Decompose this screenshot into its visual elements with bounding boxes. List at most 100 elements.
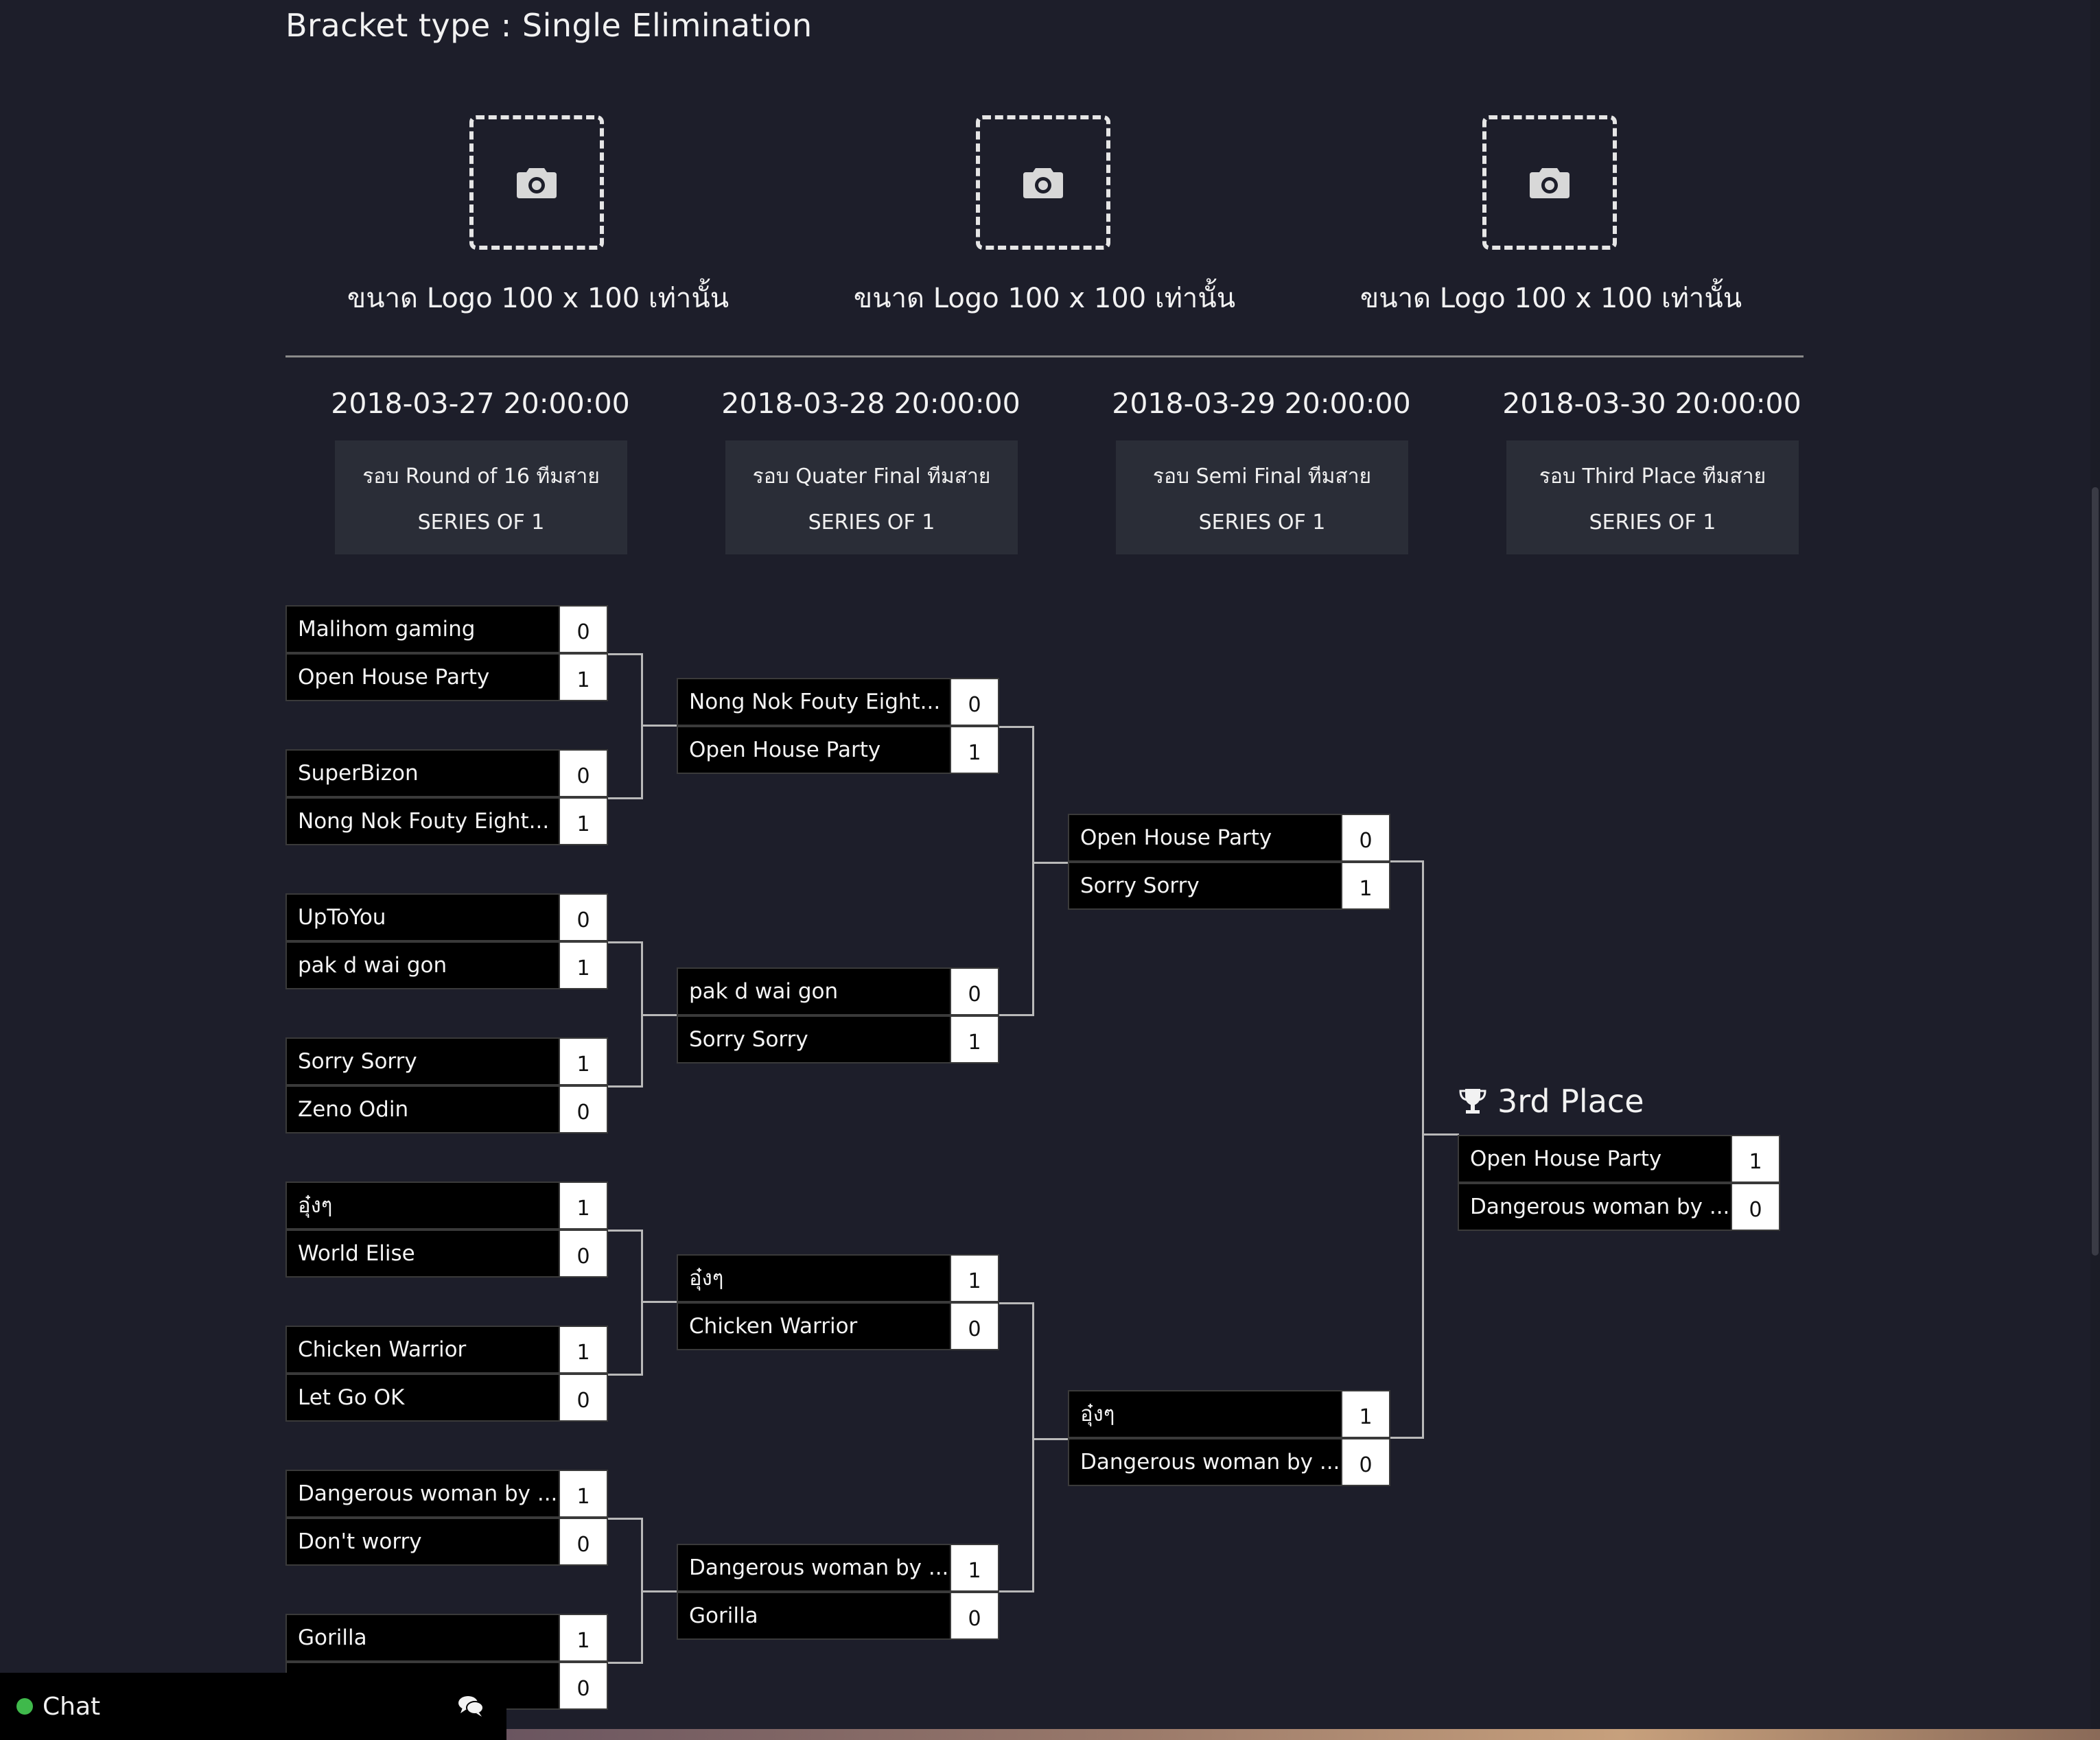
round-series: SERIES OF 1 [1198, 510, 1326, 534]
team-row[interactable]: Nong Nok Fouty Eight...1 [285, 797, 608, 845]
team-score: 0 [559, 1231, 607, 1276]
chat-label: Chat [43, 1692, 101, 1721]
connector [608, 797, 642, 799]
team-score: 0 [559, 607, 607, 652]
team-name: Dangerous woman by ... [1470, 1195, 1730, 1219]
team-row[interactable]: Dangerous woman by ...0 [1458, 1183, 1780, 1231]
connector [1422, 860, 1424, 1439]
team-name: Malihom gaming [298, 617, 476, 642]
team-row[interactable]: Dangerous woman by ...0 [1068, 1438, 1390, 1486]
logo-upload-1[interactable] [469, 115, 604, 250]
team-row[interactable]: Malihom gaming 0 [285, 605, 608, 653]
team-row[interactable]: อุ๋งๆ 1 [285, 1181, 608, 1230]
connector [1390, 860, 1423, 862]
connector [1422, 1133, 1459, 1136]
chat-bar[interactable]: Chat [0, 1673, 506, 1740]
round-name: รอบ Semi Final ทีมสาย [1152, 465, 1372, 489]
team-score: 0 [1341, 1439, 1389, 1485]
round-header-1: รอบ Round of 16 ทีมสาย SERIES OF 1 [335, 440, 627, 554]
team-score: 0 [950, 969, 998, 1014]
scrollbar-thumb[interactable] [2092, 487, 2099, 1256]
connector [1032, 726, 1034, 1016]
team-score: 0 [1731, 1184, 1779, 1230]
team-row[interactable]: Dangerous woman by ...1 [285, 1470, 608, 1518]
team-row[interactable]: Open House Party 1 [677, 726, 999, 774]
team-score: 0 [559, 1375, 607, 1420]
round-date-1: 2018-03-27 20:00:00 [331, 387, 630, 420]
round-name: รอบ Third Place ทีมสาย [1539, 465, 1766, 489]
team-score: 1 [559, 943, 607, 988]
round-date-2: 2018-03-28 20:00:00 [721, 387, 1020, 420]
team-name: อุ๋งๆ [298, 1193, 333, 1218]
team-name: Chicken Warrior [689, 1314, 858, 1339]
team-name: Open House Party [1470, 1147, 1662, 1171]
team-name: Open House Party [689, 738, 881, 762]
round-series: SERIES OF 1 [808, 510, 935, 534]
team-row[interactable]: Chicken Warrior 0 [677, 1302, 999, 1350]
team-score: 1 [950, 727, 998, 773]
team-row[interactable]: Nong Nok Fouty Eight...0 [677, 678, 999, 726]
team-score: 1 [559, 799, 607, 844]
connector [1032, 1302, 1034, 1592]
team-score: 1 [950, 1256, 998, 1301]
third-place-label: 3rd Place [1497, 1083, 1644, 1120]
team-score: 0 [950, 1304, 998, 1349]
connector [999, 726, 1034, 728]
team-name: Chicken Warrior [298, 1337, 467, 1362]
connector [608, 653, 642, 655]
round-header-4: รอบ Third Place ทีมสาย SERIES OF 1 [1506, 440, 1799, 554]
team-score: 0 [950, 1593, 998, 1638]
match-r2-1[interactable]: Nong Nok Fouty Eight...0 Open House Part… [677, 678, 999, 774]
round-name: รอบ Quater Final ทีมสาย [752, 465, 991, 489]
connector [999, 1590, 1034, 1592]
connector [1390, 1437, 1423, 1439]
round-header-2: รอบ Quater Final ทีมสาย SERIES OF 1 [725, 440, 1018, 554]
logo-upload-2[interactable] [976, 115, 1110, 250]
connector [608, 1374, 642, 1376]
third-place-title: 3rd Place [1458, 1083, 1644, 1120]
team-name: Sorry Sorry [1080, 873, 1200, 898]
team-score: 0 [559, 751, 607, 796]
logo-upload-3[interactable] [1482, 115, 1617, 250]
online-status-dot [16, 1698, 33, 1715]
team-name: Dangerous woman by ... [689, 1555, 949, 1580]
team-score: 0 [559, 895, 607, 940]
match-r1-2[interactable]: SuperBizon 0 Nong Nok Fouty Eight...1 [285, 749, 608, 845]
team-score: 1 [559, 1183, 607, 1228]
team-row[interactable]: SuperBizon 0 [285, 749, 608, 797]
team-score: 1 [950, 1017, 998, 1062]
team-name: SuperBizon [298, 761, 419, 786]
chat-bubbles-icon[interactable] [457, 1693, 485, 1718]
team-row[interactable]: Dangerous woman by ...1 [677, 1544, 999, 1592]
